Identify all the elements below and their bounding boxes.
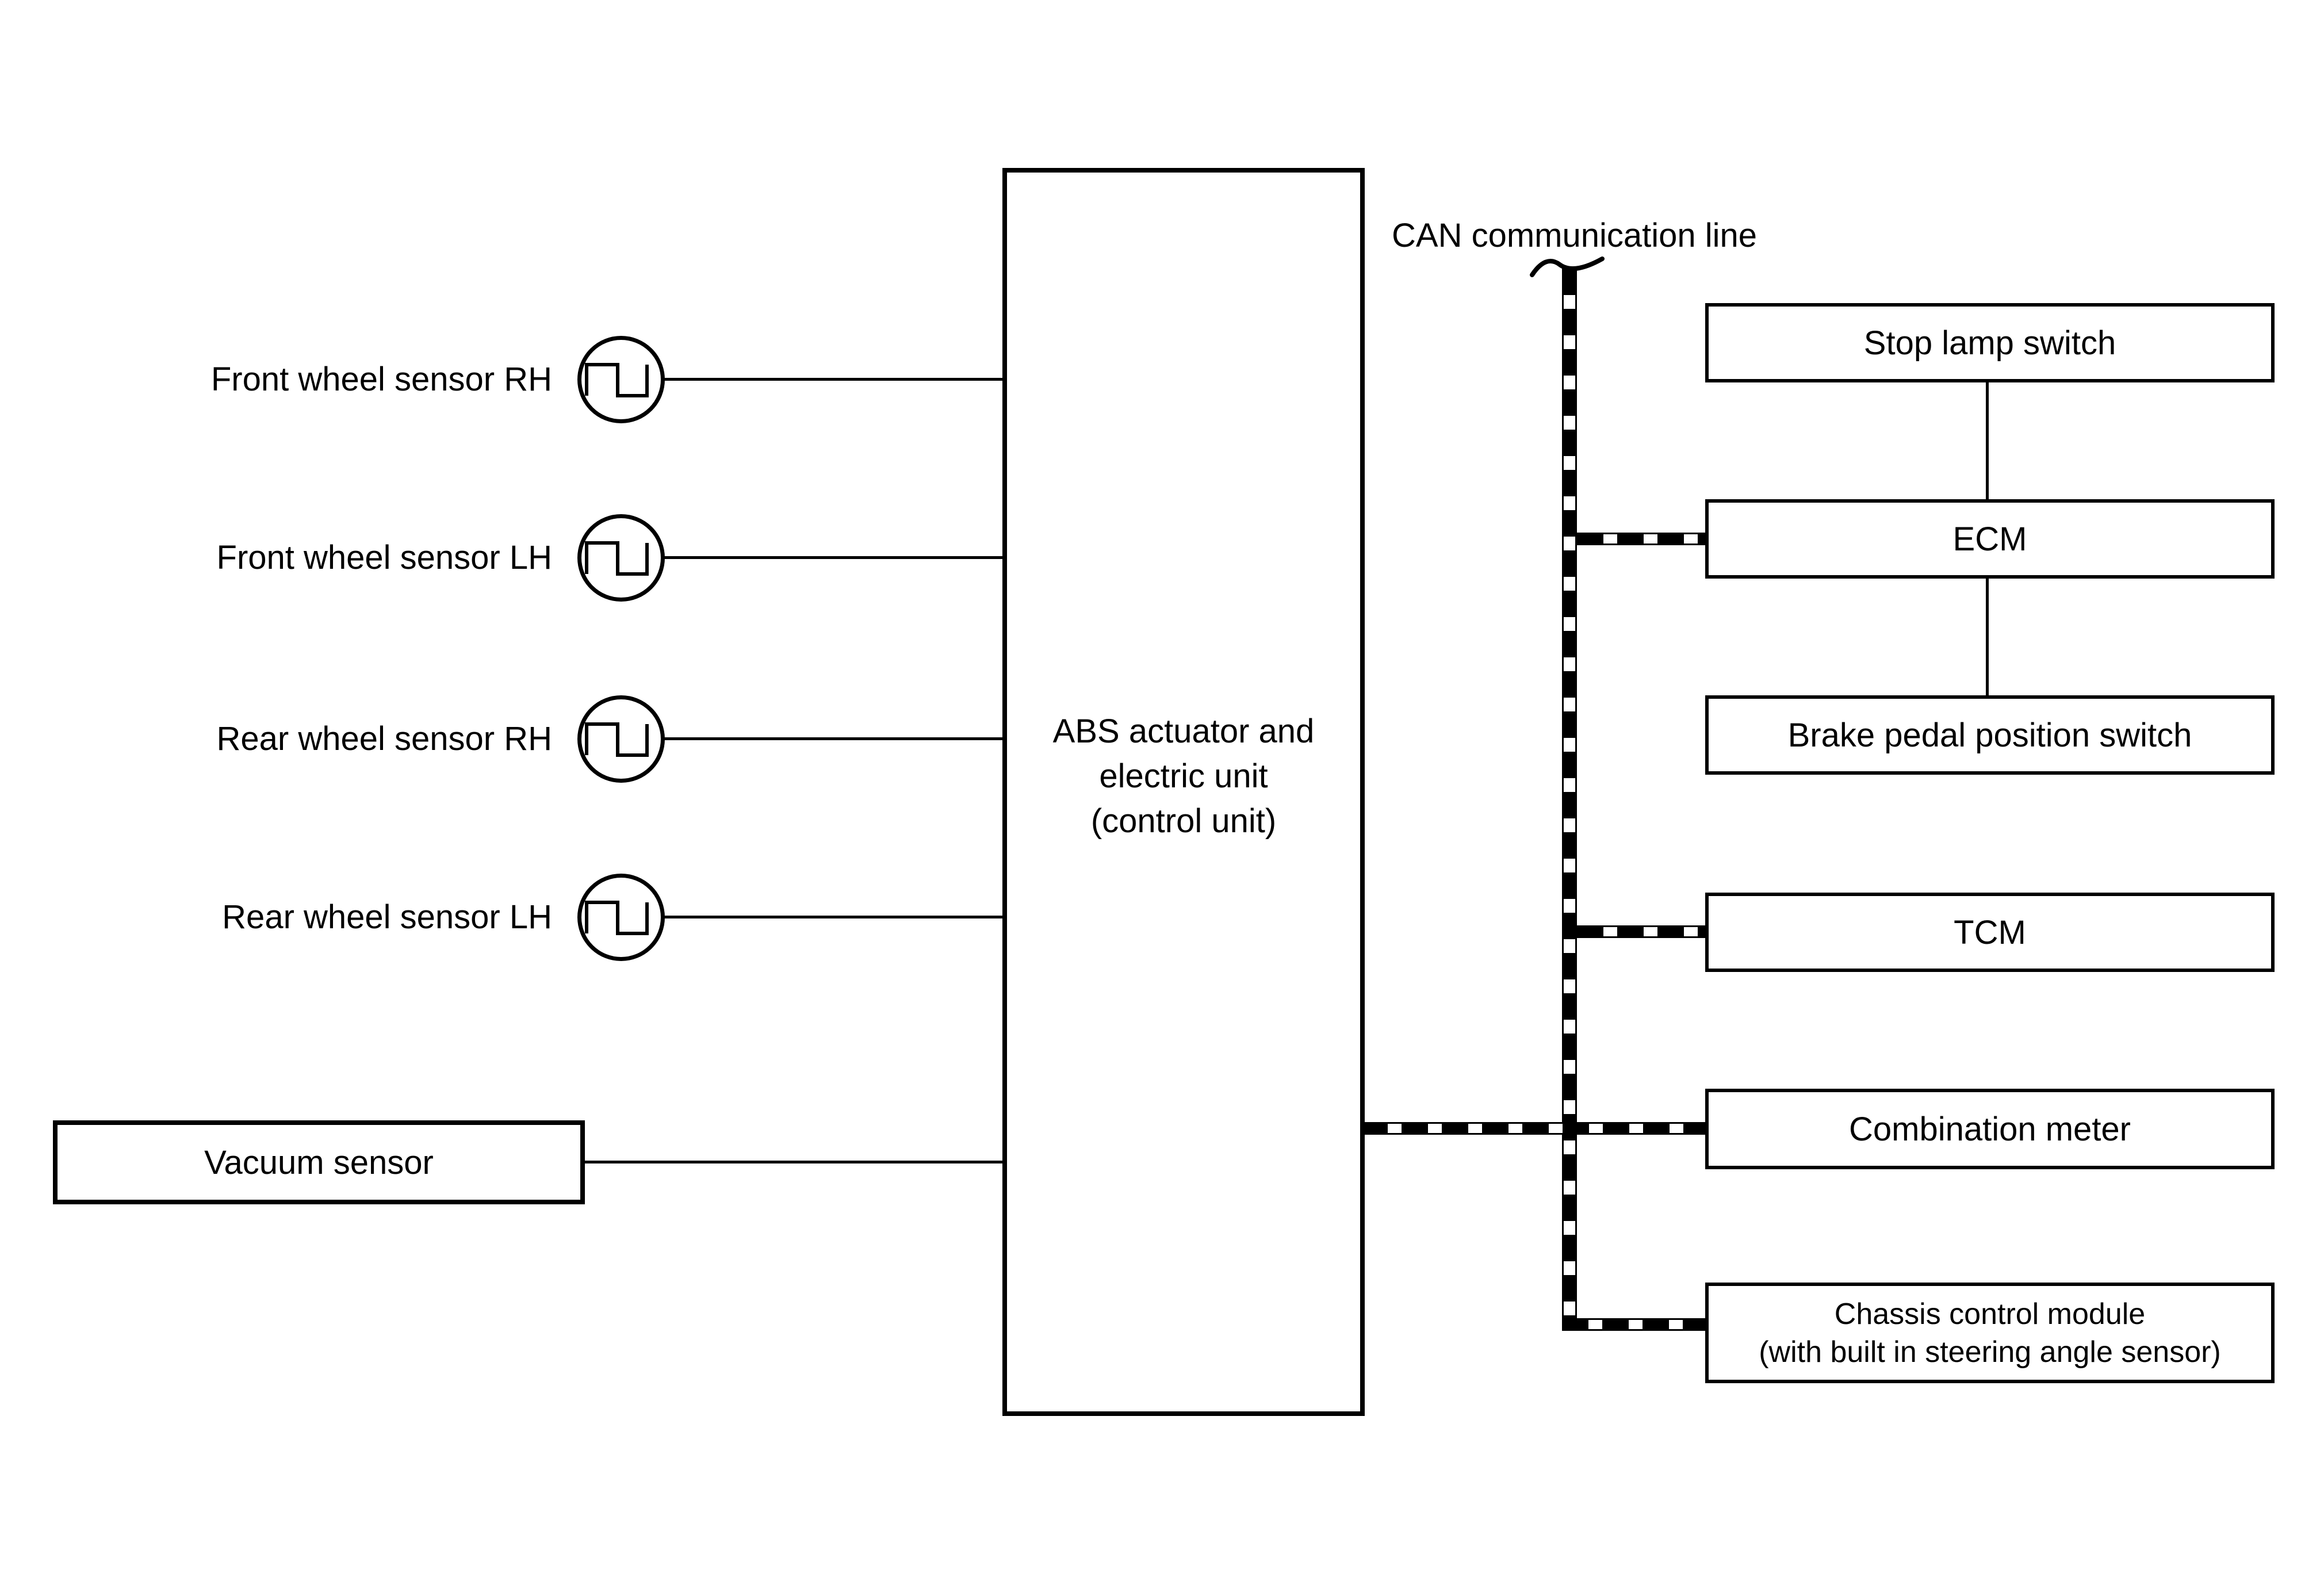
- module-label: ECM: [1952, 520, 2027, 558]
- sensor-symbol-front-lh: [577, 514, 665, 602]
- sensor-symbol-rear-rh: [577, 695, 665, 783]
- stop-lamp-to-ecm-line: [1986, 382, 1989, 499]
- module-label: Brake pedal position switch: [1787, 716, 2192, 754]
- can-line-abs-to-combination-meter: [1361, 1122, 1705, 1135]
- can-communication-label: CAN communication line: [1392, 217, 1758, 254]
- module-label: TCM: [1954, 913, 2026, 951]
- sensor-connector-line: [664, 378, 1002, 381]
- sensor-label-rear-rh: Rear wheel sensor RH: [216, 720, 552, 757]
- sensor-label-rear-lh: Rear wheel sensor LH: [222, 898, 552, 936]
- sensor-connector-line: [664, 916, 1002, 918]
- pulse-signal-icon: [585, 901, 649, 935]
- sensor-symbol-rear-lh: [577, 874, 665, 961]
- module-label: Chassis control module: [1834, 1297, 2146, 1331]
- module-box-brake-pedal-position-switch: Brake pedal position switch: [1705, 695, 2275, 775]
- sensor-connector-line: [664, 556, 1002, 559]
- can-line-start-hook-icon: [1530, 257, 1605, 277]
- ecm-to-brake-pedal-line: [1986, 579, 1989, 695]
- pulse-signal-icon: [585, 722, 649, 757]
- sensor-connector-line: [664, 737, 1002, 740]
- can-branch-tcm: [1577, 925, 1705, 938]
- module-box-combination-meter: Combination meter: [1705, 1089, 2275, 1169]
- pulse-signal-icon: [585, 541, 649, 576]
- can-branch-chassis-control-module: [1562, 1318, 1705, 1331]
- abs-unit-box: ABS actuator and electric unit (control …: [1002, 168, 1365, 1416]
- module-label: Combination meter: [1849, 1110, 2131, 1148]
- module-box-chassis-control-module: Chassis control module (with built in st…: [1705, 1283, 2275, 1383]
- abs-unit-label: ABS actuator and electric unit (control …: [1052, 713, 1315, 840]
- can-bus-vertical-line: [1562, 269, 1577, 1331]
- module-box-tcm: TCM: [1705, 893, 2275, 972]
- module-sublabel: (with built in steering angle sensor): [1759, 1335, 2221, 1369]
- sensor-symbol-front-rh: [577, 336, 665, 423]
- vacuum-sensor-label: Vacuum sensor: [204, 1143, 434, 1181]
- can-branch-ecm: [1577, 533, 1705, 545]
- module-box-stop-lamp-switch: Stop lamp switch: [1705, 303, 2275, 382]
- sensor-label-front-lh: Front wheel sensor LH: [216, 539, 552, 576]
- pulse-signal-icon: [585, 363, 649, 397]
- sensor-label-front-rh: Front wheel sensor RH: [210, 361, 552, 398]
- module-box-ecm: ECM: [1705, 499, 2275, 579]
- vacuum-connector-line: [585, 1161, 1002, 1163]
- vacuum-sensor-box: Vacuum sensor: [53, 1120, 585, 1204]
- module-label: Stop lamp switch: [1863, 324, 2116, 362]
